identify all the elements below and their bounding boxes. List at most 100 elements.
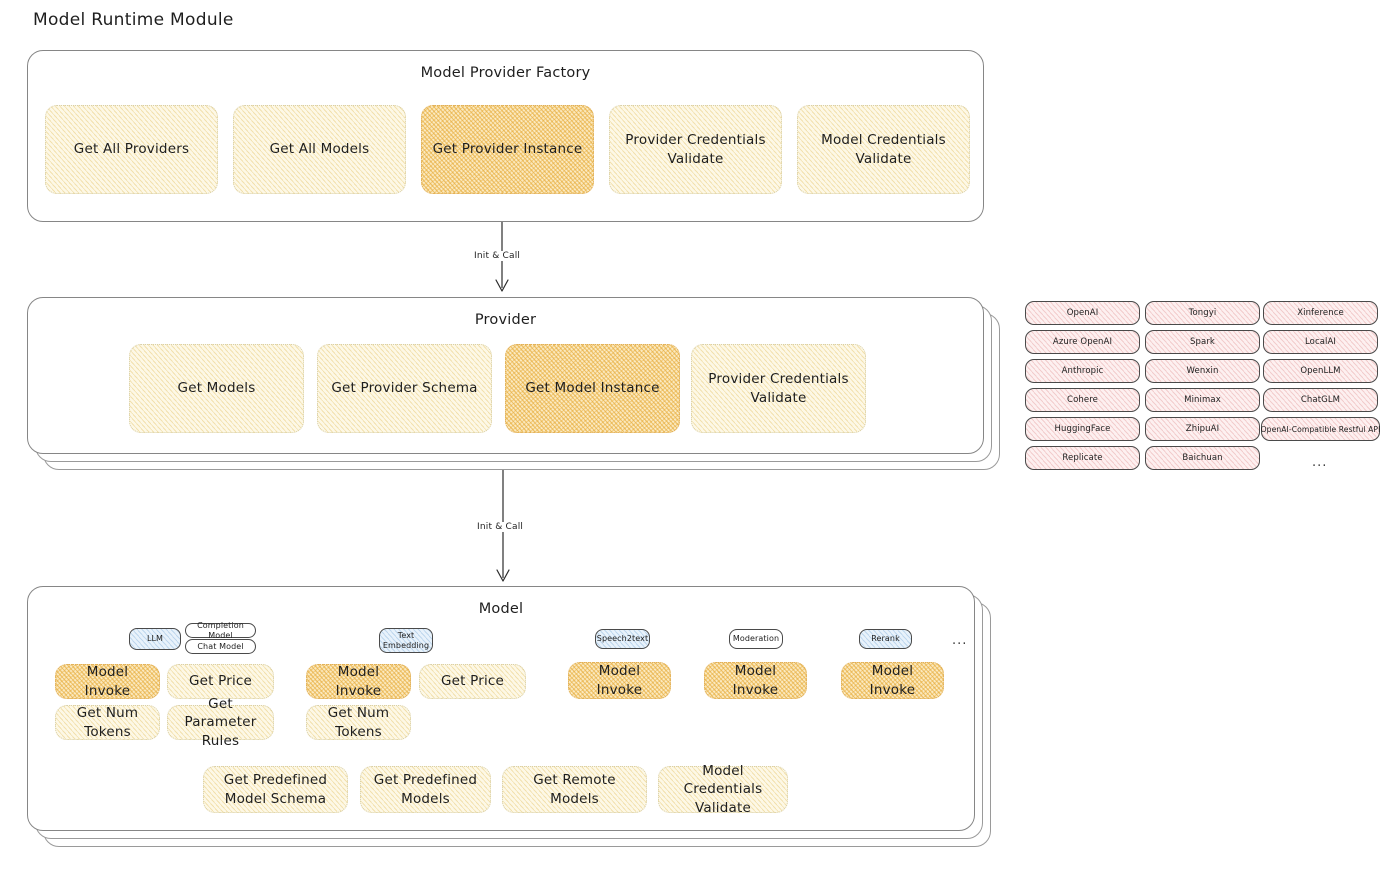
model-type-tag-text-embedding[interactable]: Text Embedding [379,628,433,653]
factory-node-get-provider-instance[interactable]: Get Provider Instance [421,105,594,194]
node-label: Get Price [440,673,505,690]
tag-label: Chat Model [197,641,244,651]
arrow-label-init-and-call-1: Init & Call [471,251,524,261]
provider-pill-minimax[interactable]: Minimax [1145,388,1260,412]
rerank-method-model-invoke[interactable]: Model Invoke [841,662,944,699]
pill-label: Baichuan [1182,453,1223,463]
node-label: Get Predefined Models [373,772,478,807]
provider-pill-azure-openai[interactable]: Azure OpenAI [1025,330,1140,354]
factory-node-get-all-models[interactable]: Get All Models [233,105,406,194]
pill-label: Xinference [1297,308,1344,318]
provider-pill-wenxin[interactable]: Wenxin [1145,359,1260,383]
pill-label: Spark [1190,337,1215,347]
tag-label: Text Embedding [382,630,430,650]
llm-method-model-invoke[interactable]: Model Invoke [55,664,160,699]
pill-label: OpenAI [1066,308,1099,318]
factory-node-model-credentials-validate[interactable]: Model Credentials Validate [797,105,970,194]
model-method-get-remote-models[interactable]: Get Remote Models [502,766,647,813]
text-embedding-method-get-num-tokens[interactable]: Get Num Tokens [306,705,411,740]
provider-node-get-provider-schema[interactable]: Get Provider Schema [317,344,492,433]
tag-label: LLM [146,634,164,643]
provider-pill-baichuan[interactable]: Baichuan [1145,446,1260,470]
pill-label: Replicate [1062,453,1103,463]
pill-label: Anthropic [1061,366,1104,376]
pill-label: Minimax [1184,395,1221,405]
tag-label: Speech2text [596,634,649,643]
page-title: Model Runtime Module [33,10,234,30]
factory-node-provider-credentials-validate[interactable]: Provider Credentials Validate [609,105,782,194]
model-provider-factory-title: Model Provider Factory [420,65,591,81]
node-label: Model Invoke [732,663,779,698]
node-label: Get Models [177,380,256,397]
model-method-get-predefined-model-schema[interactable]: Get Predefined Model Schema [203,766,348,813]
speech2text-method-model-invoke[interactable]: Model Invoke [568,662,671,699]
node-label: Get Provider Instance [432,141,583,158]
factory-node-get-all-providers[interactable]: Get All Providers [45,105,218,194]
model-type-tag-rerank[interactable]: Rerank [859,629,912,649]
node-label: Get Model Instance [525,380,660,397]
pill-label: Wenxin [1186,366,1219,376]
node-label: Model Invoke [596,663,643,698]
llm-method-get-parameter-rules[interactable]: Get Parameter Rules [167,696,274,749]
pill-label: Tongyi [1188,308,1217,318]
provider-pill-replicate[interactable]: Replicate [1025,446,1140,470]
llm-method-get-price[interactable]: Get Price [167,664,274,699]
model-type-tag-speech2text[interactable]: Speech2text [595,629,650,649]
node-label: Model Invoke [84,664,131,699]
provider-pill-anthropic[interactable]: Anthropic [1025,359,1140,383]
pill-label: LocalAI [1304,337,1337,347]
node-label: Model Credentials Validate [821,132,946,167]
node-label: Provider Credentials Validate [625,132,766,167]
node-label: Model Credentials Validate [683,763,763,816]
node-label: Get All Models [269,141,370,158]
pill-label: ZhipuAI [1185,424,1220,434]
pill-label: Azure OpenAI [1052,337,1113,347]
provider-pill-spark[interactable]: Spark [1145,330,1260,354]
model-types-ellipsis: ... [952,633,968,648]
model-subtag-completion-model[interactable]: Completion Model [185,620,256,640]
model-method-model-credentials-validate[interactable]: Model Credentials Validate [658,763,788,816]
node-label: Provider Credentials Validate [708,371,849,406]
model-type-tag-moderation[interactable]: Moderation [729,629,783,649]
node-label: Get Provider Schema [331,380,478,397]
node-label: Get Parameter Rules [184,696,257,749]
node-label: Get Price [188,673,253,690]
pill-label: OpenLLM [1300,366,1341,376]
provider-pill-localai[interactable]: LocalAI [1263,330,1378,354]
provider-node-get-models[interactable]: Get Models [129,344,304,433]
provider-pill-openai-compatible-restful-api[interactable]: OpenAI-Compatible Restful API [1261,417,1380,441]
tag-label: Moderation [732,634,780,643]
provider-pill-openai[interactable]: OpenAI [1025,301,1140,325]
pill-label: ChatGLM [1300,395,1341,405]
provider-pill-openllm[interactable]: OpenLLM [1263,359,1378,383]
model-method-get-predefined-models[interactable]: Get Predefined Models [360,766,491,813]
model-type-tag-llm[interactable]: LLM [129,628,181,650]
tag-label: Rerank [871,634,900,643]
provider-node-provider-credentials-validate[interactable]: Provider Credentials Validate [691,344,866,433]
node-label: Get Num Tokens [76,705,139,740]
arrow-label-init-and-call-2: Init & Call [474,522,527,532]
pill-label: OpenAI-Compatible Restful API [1260,424,1381,434]
provider-title: Provider [474,312,537,328]
model-subtag-chat-model[interactable]: Chat Model [185,639,256,654]
provider-pill-chatglm[interactable]: ChatGLM [1263,388,1378,412]
provider-pill-huggingface[interactable]: HuggingFace [1025,417,1140,441]
tag-label: Completion Model [197,620,244,640]
moderation-method-model-invoke[interactable]: Model Invoke [704,662,807,699]
model-title: Model [478,601,524,617]
text-embedding-method-get-price[interactable]: Get Price [419,664,526,699]
llm-method-get-num-tokens[interactable]: Get Num Tokens [55,705,160,740]
node-label: Model Invoke [869,663,916,698]
provider-pill-cohere[interactable]: Cohere [1025,388,1140,412]
text-embedding-method-model-invoke[interactable]: Model Invoke [306,664,411,699]
provider-list-ellipsis: ... [1312,455,1328,470]
provider-pill-tongyi[interactable]: Tongyi [1145,301,1260,325]
provider-pill-xinference[interactable]: Xinference [1263,301,1378,325]
pill-label: HuggingFace [1054,424,1111,434]
provider-pill-zhipuai[interactable]: ZhipuAI [1145,417,1260,441]
provider-node-get-model-instance[interactable]: Get Model Instance [505,344,680,433]
node-label: Get Num Tokens [327,705,390,740]
node-label: Model Invoke [335,664,382,699]
node-label: Get All Providers [73,141,190,158]
